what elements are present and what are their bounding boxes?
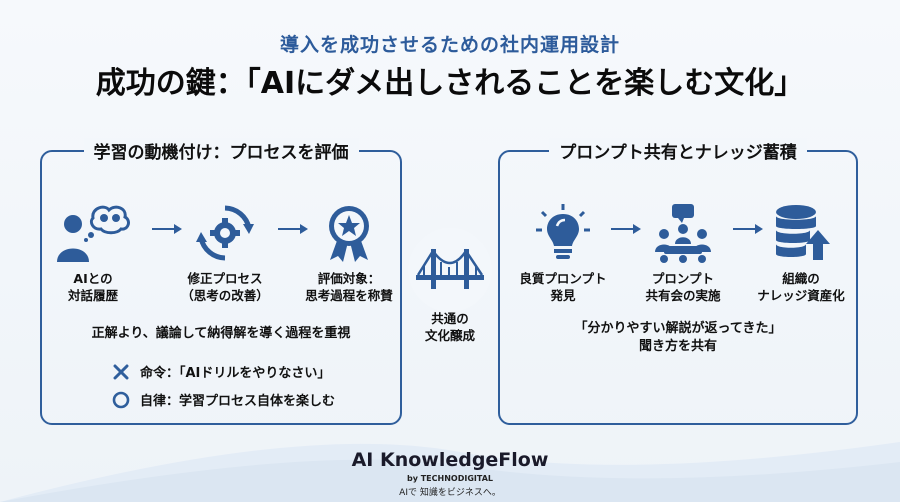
footer-wave-decoration xyxy=(0,442,900,502)
step-sharing-session: プロンプト 共有会の実施 xyxy=(628,202,738,304)
step-revision-process: 修正プロセス （思考の改善） xyxy=(170,202,280,304)
brand-name: AI KnowledgeFlow xyxy=(351,449,549,471)
database-icon xyxy=(776,205,830,260)
step-knowledge-asset: 組織の ナレッジ資産化 xyxy=(746,202,856,304)
rule-command: 命令：「AIドリルをやりなさい」 xyxy=(112,362,330,381)
arrow-right-icon xyxy=(733,224,763,234)
right-panel-note: 「分かりやすい解説が返ってきた」 聞き方を共有 xyxy=(574,321,782,354)
award-badge-icon xyxy=(329,206,369,262)
meeting-icon xyxy=(655,204,711,263)
circle-icon xyxy=(112,391,130,408)
rule-text: 自律：学習プロセス自体を楽しむ xyxy=(140,394,336,409)
bridge-connector: 共通の 文化醸成 xyxy=(403,228,497,344)
right-panel: プロンプト共有とナレッジ蓄積 良質プロンプト 発見 xyxy=(498,138,858,425)
step-label: 組織の ナレッジ資産化 xyxy=(757,271,845,303)
cross-icon xyxy=(113,364,129,379)
rule-autonomy: 自律：学習プロセス自体を楽しむ xyxy=(112,390,335,409)
left-panel-note: 正解より、議論して納得解を導く過程を重視 xyxy=(91,326,351,341)
left-panel: 学習の動機付け：プロセスを評価 AIとの 対話履歴 xyxy=(38,138,404,425)
refresh-gear-icon xyxy=(196,205,254,261)
arrow-right-icon xyxy=(611,224,641,234)
step-label: AIとの 対話履歴 xyxy=(67,271,118,303)
step-label: プロンプト 共有会の実施 xyxy=(645,271,721,303)
bridge-icon xyxy=(416,248,484,289)
arrow-right-icon xyxy=(152,224,182,234)
step-prompt-discovery: 良質プロンプト 発見 xyxy=(508,202,618,304)
page-title: 成功の鍵：「AIにダメ出しされることを楽しむ文化」 xyxy=(95,66,805,101)
rule-text: 命令：「AIドリルをやりなさい」 xyxy=(140,366,331,381)
bridge-label: 共通の 文化醸成 xyxy=(424,311,475,343)
right-panel-title: プロンプト共有とナレッジ蓄積 xyxy=(549,138,807,163)
page-subtitle: 導入を成功させるための社内運用設計 xyxy=(279,34,620,56)
brand-byline: by TECHNODIGITAL xyxy=(407,474,493,483)
lightbulb-icon xyxy=(536,204,590,259)
person-thinking-icon xyxy=(57,205,130,262)
step-evaluation-target: 評価対象： 思考過程を称賛 xyxy=(294,202,404,304)
step-label: 評価対象： 思考過程を称賛 xyxy=(305,271,393,303)
step-label: 良質プロンプト 発見 xyxy=(519,271,607,303)
step-label: 修正プロセス （思考の改善） xyxy=(181,271,269,303)
arrow-right-icon xyxy=(278,224,308,234)
left-panel-title: 学習の動機付け：プロセスを評価 xyxy=(83,138,359,163)
step-dialog-history: AIとの 対話履歴 xyxy=(38,202,148,304)
brand-tagline: AIで 知識をビジネスへ。 xyxy=(399,488,501,498)
